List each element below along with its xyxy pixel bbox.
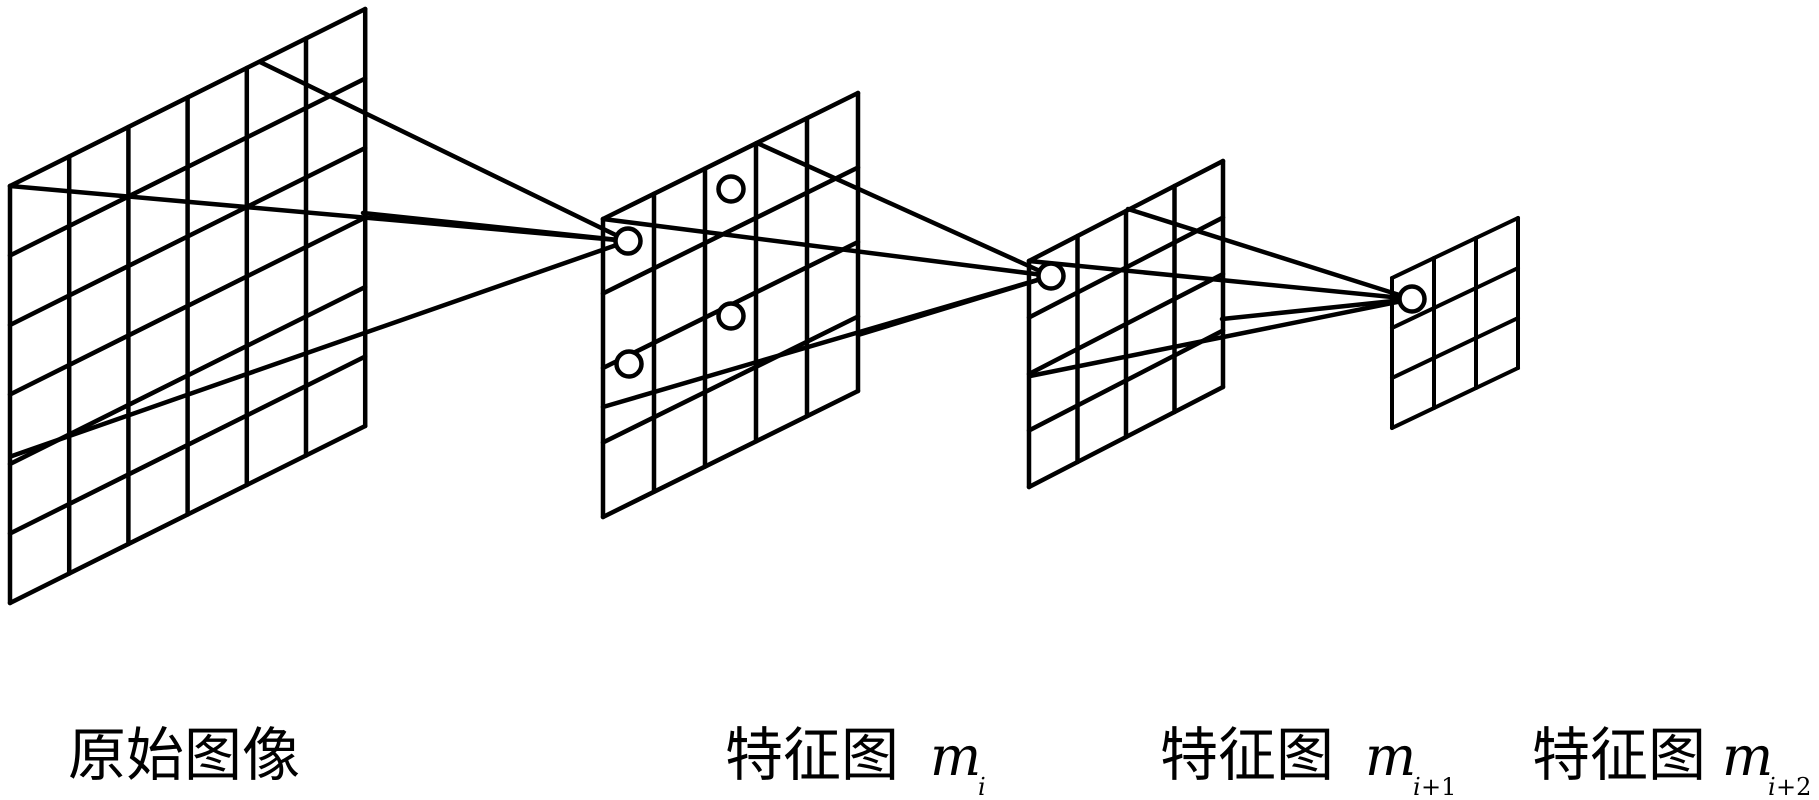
grid-feature-map-mi2-hline [1390,216,1520,280]
grid-original-image [7,6,368,606]
svg-text:+1: +1 [1421,773,1456,800]
connection-line-mi-to-mi1 [754,140,1054,279]
connection-line-orig-to-mi [9,238,631,459]
svg-text:m: m [1722,725,1773,788]
grid-feature-map-mi-hline [600,314,861,445]
connection-line-mi-to-mi1 [600,273,1054,410]
grid-feature-map-mi-hline [600,90,861,222]
grid-feature-map-mi2-hline [1390,366,1520,430]
feature-nodes [613,174,1427,379]
grid-feature-map-mi-hline [600,165,861,296]
label-feature-map-mi2: 特征图 m i +2 [1532,721,1811,800]
connection-line-orig-to-mi [257,59,631,244]
node-mi2-active [1397,284,1427,314]
node-mi-pool [614,349,644,379]
svg-text:i: i [1768,773,1776,800]
connection-line-mi-to-mi1 [600,216,1054,279]
connection-line-mi1-to-mi2 [1219,296,1415,322]
node-mi1-active [1036,261,1066,291]
grid-feature-map-mi-hline [600,388,861,520]
grid-feature-map-mi2-hline [1390,266,1520,330]
connection-lines [7,59,1415,459]
grid-feature-map-mi2-hline [1390,316,1520,380]
svg-text:m: m [930,725,981,788]
label-feature-map-mi: 特征图 m i [725,721,986,800]
grid-planes [7,6,1520,606]
svg-text:+2: +2 [1776,773,1811,800]
node-mi-pool [716,174,746,204]
grid-feature-map-mi2 [1390,216,1520,430]
labels: 原始图像 特征图 m i 特征图 m i +1 特征图 m i +2 [68,721,1811,800]
svg-text:m: m [1365,725,1416,788]
connection-line-orig-to-mi [360,210,631,244]
connection-line-mi1-to-mi2 [1027,296,1415,379]
node-mi-active [613,226,643,256]
svg-text:i: i [1413,773,1421,800]
svg-text:特征图: 特征图 [725,721,899,789]
label-original-image: 原始图像 [68,721,300,789]
svg-text:特征图: 特征图 [1532,721,1706,789]
node-mi-pool [716,301,746,331]
svg-text:特征图: 特征图 [1160,721,1334,789]
label-feature-map-mi1: 特征图 m i +1 [1160,721,1456,800]
connection-line-mi1-to-mi2 [1026,258,1415,302]
connection-line-mi1-to-mi2 [1125,206,1415,302]
svg-text:i: i [978,773,986,800]
